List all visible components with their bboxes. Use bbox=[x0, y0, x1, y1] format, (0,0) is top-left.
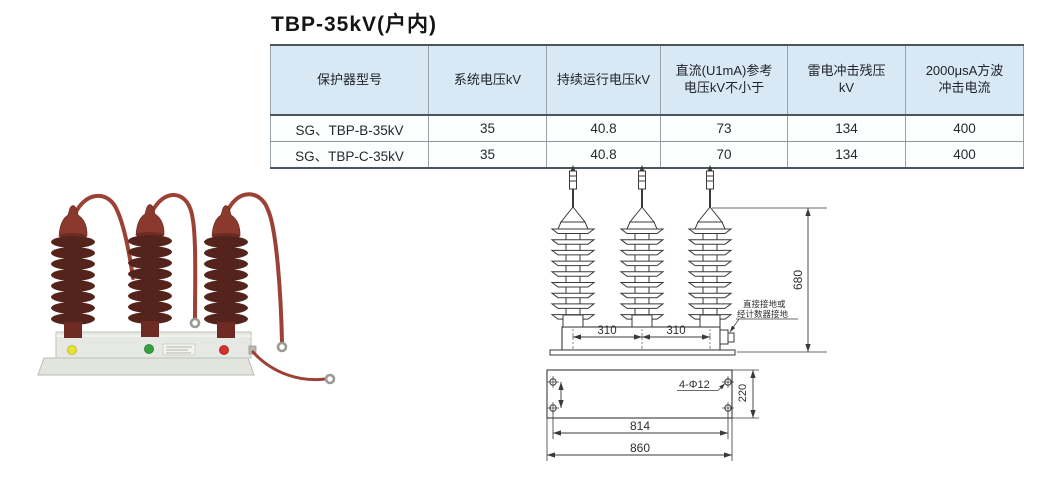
photo-insulator-c bbox=[203, 205, 249, 339]
dimension-height-label: 680 bbox=[791, 270, 805, 290]
photo-ring-terminal bbox=[276, 341, 288, 353]
nameplate bbox=[162, 343, 196, 356]
column-header-dc-ref-voltage: 直流(U1mA)参考 电压kV不小于 bbox=[660, 45, 788, 116]
front-view-drawing: 680 310 310 直接接地或 经计数器接地 bbox=[549, 163, 827, 356]
grounding-note-leader bbox=[729, 318, 740, 333]
product-photo bbox=[37, 192, 336, 385]
page-title: TBP-35kV(户内) bbox=[271, 13, 438, 36]
cell-impulse-current: 400 bbox=[905, 115, 1024, 142]
drawing-mounting-plate bbox=[549, 349, 736, 356]
drawing-insulator-a bbox=[552, 165, 594, 349]
cell-residual-voltage: 134 bbox=[787, 115, 906, 142]
photo-ground-terminal bbox=[248, 345, 257, 355]
plan-base-outline bbox=[546, 369, 733, 419]
phase-dot-yellow bbox=[67, 345, 77, 355]
photo-ground-wire bbox=[251, 350, 327, 382]
grounding-note: 直接接地或 经计数器接地 bbox=[729, 299, 798, 333]
dimension-span-right-label: 310 bbox=[666, 325, 685, 337]
grounding-note-line1: 直接接地或 bbox=[743, 299, 786, 309]
spec-table: 保护器型号 系统电压kV 持续运行电压kV 直流(U1mA)参考 电压kV不小于… bbox=[270, 44, 1024, 169]
cell-system-voltage: 35 bbox=[428, 115, 547, 142]
photo-cable-b bbox=[150, 193, 198, 320]
grounding-note-line2: 经计数器接地 bbox=[737, 309, 789, 319]
phase-dot-green bbox=[144, 344, 154, 354]
cell-impulse-current: 400 bbox=[905, 141, 1024, 168]
drawing-insulator-c bbox=[689, 165, 731, 349]
photo-insulator-b bbox=[127, 204, 173, 338]
column-header-residual-voltage: 雷电冲击残压 kV bbox=[787, 45, 906, 116]
cell-dc-ref-voltage: 70 bbox=[660, 141, 788, 168]
column-header-continuous-voltage: 持续运行电压kV bbox=[546, 45, 661, 116]
drawing-ground-terminal bbox=[719, 329, 735, 345]
dimension-span-left-label: 310 bbox=[597, 325, 616, 337]
photo-mounting-plate bbox=[37, 357, 255, 376]
phase-dot-red bbox=[219, 345, 229, 355]
dimension-depth-label: 220 bbox=[737, 384, 749, 402]
header-row: 保护器型号 系统电压kV 持续运行电压kV 直流(U1mA)参考 电压kV不小于… bbox=[270, 45, 1024, 116]
cell-model: SG、TBP-B-35kV bbox=[270, 115, 429, 142]
cell-system-voltage: 35 bbox=[428, 141, 547, 168]
dimension-width-label: 860 bbox=[630, 441, 650, 455]
column-header-impulse-current: 2000μsA方波 冲击电流 bbox=[905, 45, 1024, 116]
cell-continuous-voltage: 40.8 bbox=[546, 115, 661, 142]
drawing-base bbox=[561, 326, 721, 351]
column-header-model: 保护器型号 bbox=[270, 45, 429, 116]
photo-insulator-a bbox=[50, 205, 96, 339]
cell-dc-ref-voltage: 73 bbox=[660, 115, 788, 142]
table-row: SG、TBP-C-35kV 35 40.8 70 134 400 bbox=[270, 141, 1024, 168]
photo-ring-terminal bbox=[189, 317, 201, 329]
column-header-system-voltage: 系统电压kV bbox=[428, 45, 547, 116]
dimension-hole-span-label: 814 bbox=[630, 419, 650, 433]
holes-label: 4-Φ12 bbox=[679, 379, 710, 391]
cell-model: SG、TBP-C-35kV bbox=[270, 141, 429, 168]
photo-ring-terminal bbox=[324, 373, 336, 385]
holes-callout: 4-Φ12 bbox=[677, 379, 726, 391]
photo-cable-c bbox=[226, 192, 284, 344]
drawing-insulator-b bbox=[621, 165, 663, 349]
plan-view-drawing: 4-Φ12 220 814 860 bbox=[546, 369, 759, 461]
cell-residual-voltage: 134 bbox=[787, 141, 906, 168]
table-row: SG、TBP-B-35kV 35 40.8 73 134 400 bbox=[270, 115, 1024, 142]
cell-continuous-voltage: 40.8 bbox=[546, 141, 661, 168]
